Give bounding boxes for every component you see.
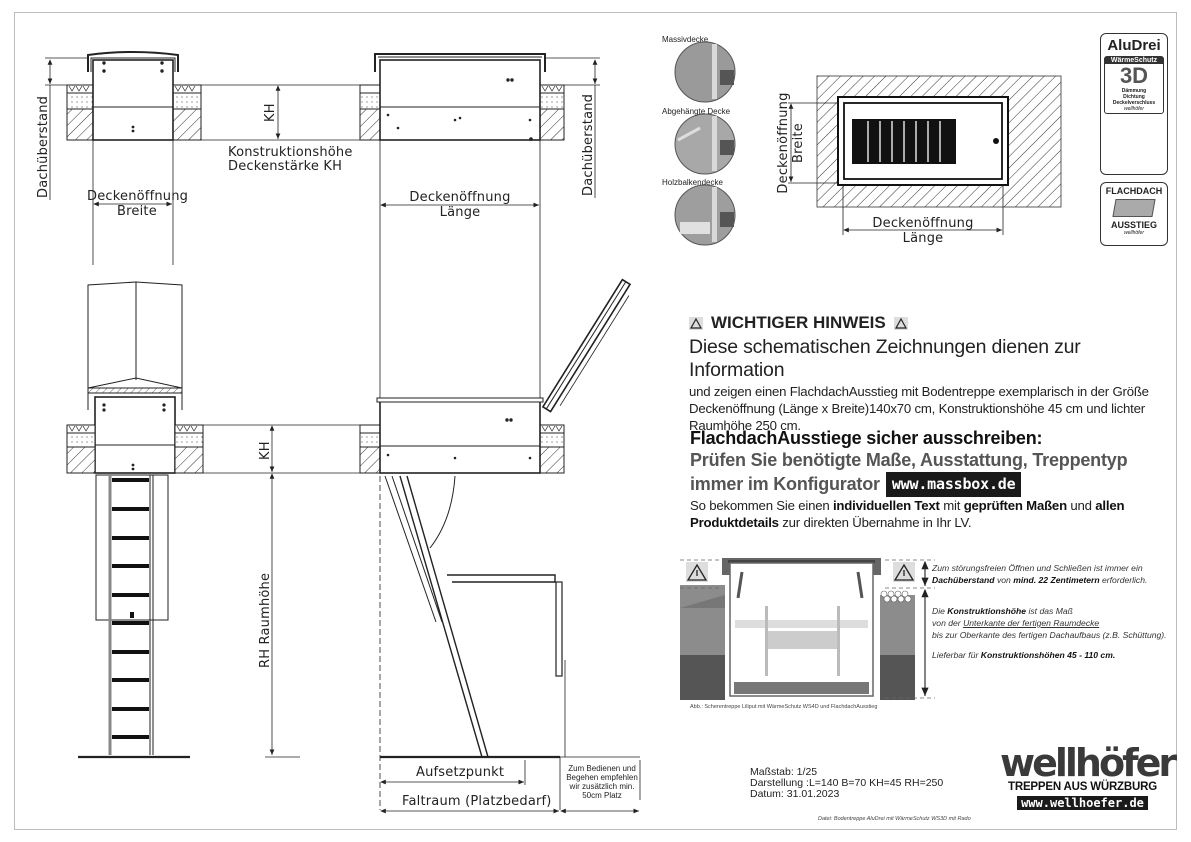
spec-heading: FlachdachAusstiege sicher ausschreiben: bbox=[690, 428, 1043, 448]
drawing-meta: Maßstab: 1/25 Darstellung :L=140 B=70 KH… bbox=[750, 767, 943, 800]
brand-tagline: TREPPEN AUS WÜRZBURG bbox=[1008, 781, 1157, 793]
rh-raumhoehe-label: RH Raumhöhe bbox=[258, 572, 273, 668]
section-width-closed bbox=[45, 51, 375, 265]
flat-roof-illustration bbox=[680, 558, 935, 700]
notice-body: und zeigen einen FlachdachAusstieg mit B… bbox=[689, 384, 1149, 433]
bedienen-note: Zum Bedienen und Begehen empfehlen wir z… bbox=[566, 764, 638, 800]
overhang-note: Zum störungsfreien Öffnen und Schließen … bbox=[932, 563, 1148, 585]
roof-hatch-icon bbox=[1112, 199, 1156, 217]
spec-body: So bekommen Sie einen individuellen Text… bbox=[690, 498, 1125, 530]
aludrei-badge: AluDrei WärmeSchutz 3D Dämmung Dichtung … bbox=[1100, 33, 1168, 175]
wellhoefer-link[interactable]: www.wellhoefer.de bbox=[1017, 796, 1148, 810]
notice-title: WICHTIGER HINWEIS bbox=[711, 313, 886, 332]
massbox-link[interactable]: www.massbox.de bbox=[885, 472, 1022, 497]
important-notice: WICHTIGER HINWEIS Diese schematischen Ze… bbox=[689, 313, 1159, 434]
spec-sub-1: Prüfen Sie benötigte Maße, Ausstattung, … bbox=[690, 450, 1128, 470]
3d-mark: 3D bbox=[1119, 63, 1149, 88]
aludrei-title: AluDrei bbox=[1107, 37, 1161, 54]
display-values: Darstellung :L=140 B=70 KH=45 RH=250 bbox=[750, 777, 944, 789]
plan-breite-label: Deckenöffnung Breite bbox=[776, 92, 806, 194]
section-length-closed bbox=[359, 53, 600, 420]
illustration-caption: Abb.: Scherentreppe Liliput mit WärmeSch… bbox=[690, 704, 878, 710]
warning-icon bbox=[689, 316, 703, 330]
spec-sub-2: immer im Konfigurator bbox=[690, 474, 880, 494]
section-length-open bbox=[359, 278, 641, 810]
flachdach-ausstieg-badge: FLACHDACH AUSSTIEG wellhöfer bbox=[1100, 182, 1168, 246]
aufsetzpunkt-label: Aufsetzpunkt bbox=[416, 765, 505, 780]
breite-dim-label: Deckenöffnung Breite bbox=[87, 189, 189, 219]
plan-view bbox=[788, 75, 1062, 235]
date-value: Datum: 31.01.2023 bbox=[750, 788, 840, 800]
notice-lead: Diese schematischen Zeichnungen dienen z… bbox=[689, 336, 1081, 381]
ceiling-type-thumbnails bbox=[674, 41, 736, 246]
ceiling-type-abgehaengt: Abgehängte Decke bbox=[662, 107, 731, 116]
construction-height-note: Die Konstruktionshöhe ist das Maß von de… bbox=[932, 606, 1167, 660]
warning-icon bbox=[893, 562, 915, 582]
file-name: Datei: Bodentreppe AluDrei mit WärmeSchu… bbox=[818, 816, 971, 822]
dachueberstand-right-label: Dachüberstand bbox=[581, 93, 596, 196]
konstruktionshoehe-label: Konstruktionshöhe Deckenstärke KH bbox=[228, 145, 353, 174]
laenge-dim-label: Deckenöffnung Länge bbox=[409, 190, 511, 220]
scale-value: Maßstab: 1/25 bbox=[750, 766, 818, 778]
ceiling-type-holzbalken: Holzbalkendecke bbox=[662, 178, 723, 187]
section-width-open bbox=[66, 281, 360, 759]
plan-laenge-label: Deckenöffnung Länge bbox=[872, 216, 974, 246]
waermeschutz-panel: WärmeSchutz 3D Dämmung Dichtung Deckelve… bbox=[1104, 56, 1164, 114]
dachueberstand-left-label: Dachüberstand bbox=[36, 95, 51, 198]
wellhoefer-logo: wellhöfer TREPPEN AUS WÜRZBURG www.wellh… bbox=[1000, 741, 1177, 812]
warning-icon bbox=[893, 316, 908, 330]
specification-callout: FlachdachAusstiege sicher ausschreiben: … bbox=[690, 428, 1160, 531]
kh-bottom-label: KH bbox=[258, 441, 273, 460]
brand-name: wellhöfer bbox=[1000, 741, 1177, 785]
kh-top-label: KH bbox=[263, 103, 278, 122]
ceiling-type-massiv: Massivdecke bbox=[662, 35, 709, 44]
faltraum-label: Faltraum (Platzbedarf) bbox=[402, 794, 552, 809]
warning-icon bbox=[686, 562, 708, 582]
